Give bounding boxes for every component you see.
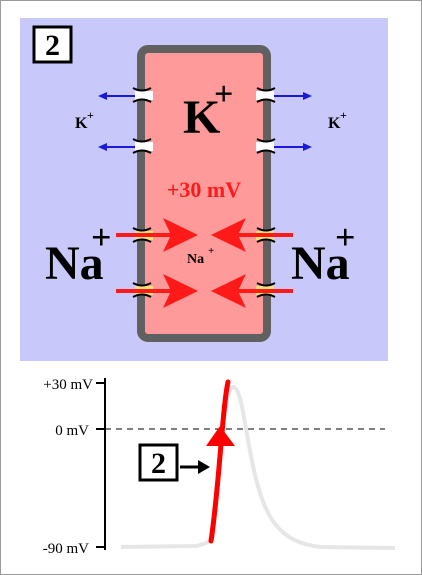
cell-body: [137, 45, 271, 342]
cell-panel: 2: [20, 18, 388, 361]
sodium-influx-arrows: [116, 218, 293, 308]
step-badge-bottom: 2: [138, 443, 179, 482]
channel-icon: [256, 138, 276, 154]
channel-icon: [132, 138, 153, 154]
axis-label-top: +30 mV: [43, 377, 93, 393]
action-potential-plot: +30 mV 0 mV -90 mV 2: [43, 377, 396, 557]
potassium-label-inside: K: [183, 91, 220, 144]
potassium-charge-right: +: [340, 108, 347, 122]
sodium-label-right: Na: [291, 237, 350, 290]
sodium-label-left: Na: [45, 237, 104, 290]
trace-depolarization: [208, 379, 231, 544]
potassium-charge-left: +: [87, 108, 94, 122]
step-badge-bottom-label: 2: [151, 447, 166, 480]
step-badge-top-label: 2: [45, 29, 60, 62]
sodium-charge-right: +: [335, 217, 356, 257]
potassium-charge-inside: +: [214, 76, 233, 113]
sodium-charge-left: +: [91, 217, 112, 257]
channel-icon: [256, 87, 276, 103]
potassium-label-right: K: [328, 115, 341, 132]
sodium-label-inside: Na: [187, 252, 204, 267]
membrane-potential-label: +30 mV: [167, 177, 241, 202]
arrow-right-icon: [180, 460, 210, 474]
axis-label-bottom: -90 mV: [43, 541, 89, 557]
step-badge-top: 2: [32, 25, 73, 64]
trace-direction-arrowhead: [206, 426, 235, 446]
potassium-label-left: K: [75, 115, 88, 132]
sodium-charge-inside: +: [208, 245, 214, 257]
axis-label-middle: 0 mV: [55, 423, 89, 439]
channel-icon: [132, 87, 153, 103]
